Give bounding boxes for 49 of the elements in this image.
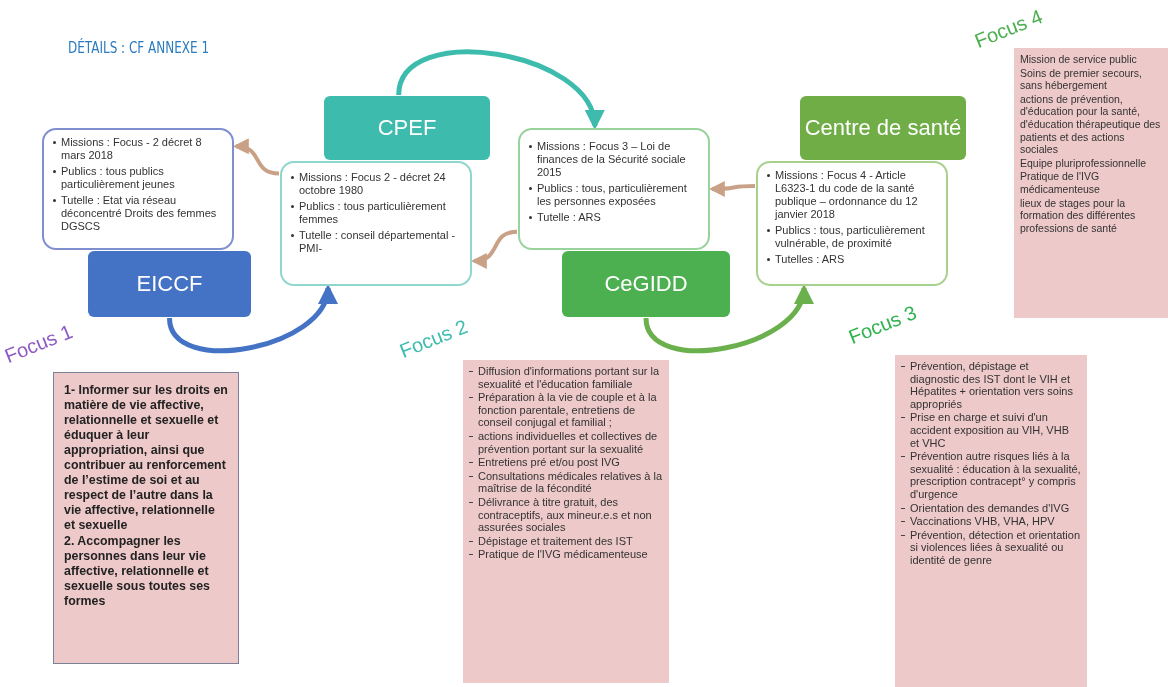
- bullet-item: Missions : Focus - 2 décret 8 mars 2018: [52, 136, 226, 162]
- bullet-item: Publics : tous, particulièrement vulnérable, de proximité: [766, 224, 940, 250]
- text-line: lieux de stages pour la formation des différentes professions de santé: [1020, 196, 1137, 235]
- curved-arrow: [232, 139, 280, 176]
- bullet-item: Tutelle : Etat via réseau déconcentré Droits des femmes DGSCS: [52, 194, 226, 233]
- heading-banner: EICCF: [88, 251, 251, 317]
- list-item: actions individuelles et collectives de prévention portant sur la sexualité: [469, 429, 663, 456]
- focus-heading: Focus 2: [396, 315, 471, 363]
- curved-arrow: [167, 284, 335, 353]
- bullet-item: Publics : tous publics particulièrement jeunes: [52, 165, 226, 191]
- info-card: [280, 161, 472, 286]
- list-item: Diffusion d'informations portant sur la sexualité et l'éducation familiale: [469, 365, 663, 391]
- bullet-item: Tutelle : conseil départemental - PMI-: [290, 229, 464, 255]
- list-item: Préparation à la vie de couple et à la fonction parentale, entretiens de conseil conjugal et familial ;: [469, 391, 663, 429]
- focus-heading: Focus 4: [971, 5, 1046, 53]
- list-item: Consultations médicales relatives à la maîtrise de la fécondité: [469, 469, 663, 495]
- heading-banner: CeGIDD: [562, 251, 730, 317]
- bullet-item: Tutelles : ARS: [766, 253, 940, 266]
- list-item: Prévention, dépistage et diagnostic des IST dont le VIH et Hépatites + orientation vers soins appropriés: [901, 360, 1081, 411]
- curved-arrow: [643, 284, 811, 353]
- text-line: Mission de service public: [1020, 53, 1138, 66]
- curved-arrow: [708, 180, 756, 197]
- list-item: Dépistage et traitement des IST: [469, 534, 663, 548]
- list-item: Prévention autre risques liés à la sexualité : éducation à la sexualité, prescription contracept° y compris d'urgence: [901, 450, 1081, 501]
- heading-banner: Centre de santé: [800, 96, 966, 160]
- text-line: Equipe pluriprofessionnelle: [1020, 156, 1148, 170]
- focus-heading: Focus 1: [1, 320, 76, 368]
- bullet-item: Missions : Focus 3 – Loi de finances de la Sécurité sociale 2015: [528, 140, 702, 179]
- bullet-item: Publics : tous particulièrement femmes: [290, 200, 464, 226]
- heading-banner: CPEF: [324, 96, 490, 160]
- bullet-item: Tutelle : ARS: [528, 211, 702, 224]
- list-item: Orientation des demandes d'IVG: [901, 501, 1081, 515]
- list-item: Prévention, détection et orientation si violences liées à sexualité ou identité de genre: [901, 528, 1081, 567]
- list-item: Délivrance à titre gratuit, des contraceptifs, aux mineur.e.s et non assurées sociales: [469, 495, 663, 534]
- list-item: Prise en charge et suivi d'un accident exposition au VIH, VHB et VHC: [901, 411, 1081, 450]
- bullet-item: Missions : Focus 4 - Article L6323-1 du code de la santé publique – ordonnance du 12 janvier 2018: [766, 169, 940, 221]
- paragraph: 1- Informer sur les droits en matière de vie affective, relationnelle et sexuelle et éduquer à leur appropriation, ainsi que contribuer au renforcement de l’estime de soi et au respect de l’autre dans la vie affective, relationnelle et sexuelle: [64, 383, 228, 533]
- curved-arrow: [396, 49, 602, 130]
- focus-heading: Focus 3: [845, 301, 920, 349]
- paragraph: 2. Accompagner les personnes dans leur vie affective, relationnelle et sexuelle sous toutes ses formes: [64, 534, 211, 609]
- note-text: DÉTAILS : CF ANNEXE 1: [68, 38, 210, 57]
- curved-arrow: [470, 229, 518, 268]
- list-item: Entretiens pré et/ou post IVG: [469, 456, 663, 469]
- text-line: actions de prévention, d'éducation pour la santé, d'éducation thérapeutique des patients et des actions sociales: [1020, 92, 1162, 156]
- bullet-item: Missions : Focus 2 - décret 24 octobre 1980: [290, 171, 464, 197]
- bullet-item: Publics : tous, particulièrement les personnes exposées: [528, 182, 702, 208]
- list-item: Vaccinations VHB, VHA, HPV: [901, 515, 1081, 528]
- info-card: [756, 161, 948, 286]
- list-item: Pratique de l'IVG médicamenteuse: [469, 548, 663, 561]
